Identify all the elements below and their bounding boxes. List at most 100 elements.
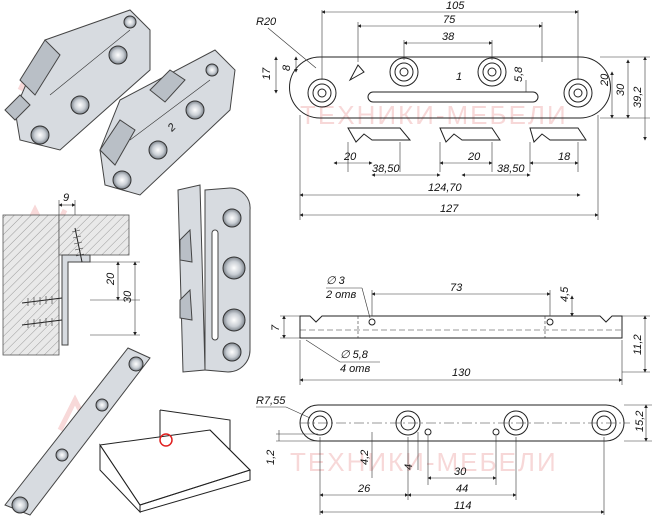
wood-panel-left — [2, 214, 60, 356]
bracket-1-hole-4 — [123, 15, 137, 29]
dim-top-38: 38 — [442, 31, 455, 43]
bracket-front-back-plate — [177, 184, 206, 373]
installation-section: 9 20 30 — [2, 192, 140, 356]
dim-flat-4-2: 4,2 — [359, 450, 371, 465]
dim-bottom-20-a: 20 — [343, 151, 357, 163]
bracket-2-hook-b — [149, 69, 186, 103]
flat-plate-hole-4 — [11, 496, 29, 514]
top-view-hole-4 — [563, 78, 593, 108]
drawer-frame-side-left — [99, 443, 141, 514]
screw-vertical-thread — [71, 229, 85, 257]
flat-plate-small-hole-2 — [492, 428, 500, 436]
dim-bottom-38-50-a: 38,50 — [372, 163, 400, 175]
dim-side-hole-count: 2 отв — [325, 289, 356, 301]
dim-flat-26: 26 — [357, 483, 371, 495]
bracket-front-slot — [211, 229, 219, 341]
dim-bottom-38-50-b: 38,50 — [497, 163, 525, 175]
top-view-hook-2 — [439, 127, 501, 143]
bracket-1-hole-3 — [108, 45, 128, 65]
top-view-body — [289, 56, 611, 119]
top-view-tab — [348, 64, 365, 82]
dim-side-7: 7 — [270, 324, 282, 331]
flat-plate-outline — [299, 404, 625, 442]
top-view-hole-2 — [389, 57, 419, 87]
dim-124-70: 124,70 — [428, 182, 463, 194]
screw-horizontal-2 — [21, 319, 63, 326]
bracket-front-hook-2 — [179, 288, 193, 321]
screw-vertical — [74, 227, 83, 263]
dim-flat-30: 30 — [454, 466, 467, 478]
screw-horizontal-1 — [21, 297, 63, 304]
dim-bottom-20-b: 20 — [467, 151, 481, 163]
dim-side-4-5: 4,5 — [559, 286, 571, 302]
dim-top-30: 30 — [615, 83, 627, 96]
dim-flat-1-2: 1,2 — [265, 450, 277, 465]
dim-bottom-18: 18 — [558, 151, 571, 163]
dim-install-20: 20 — [105, 272, 117, 286]
dim-flat-114: 114 — [454, 500, 472, 512]
bracket-1-hole-1 — [30, 125, 50, 145]
bracket-1-hole-2 — [70, 95, 90, 115]
top-view-hook-1 — [347, 127, 412, 143]
flat-plate-hole-2 — [95, 398, 109, 412]
dim-top-39-2: 39,2 — [632, 87, 644, 108]
dim-top-17: 17 — [261, 67, 273, 80]
top-view-drawing: 1 105 75 38 R20 17 8 5,8 20 3 — [256, 0, 650, 220]
side-view-drawing: ∅ 3 2 отв 73 4,5 7 ∅ 5,8 4 отв 130 11,2 — [270, 275, 650, 385]
bracket-2-hole-4 — [205, 63, 219, 77]
flat-plate-hole-3 — [55, 448, 69, 462]
bracket-1-hook-a — [19, 39, 61, 96]
dim-flat-r7-55: R7,55 — [256, 395, 286, 407]
dim-side-hole-count-2: 4 отв — [340, 363, 370, 375]
bracket-2-hole-1 — [112, 170, 132, 190]
dim-127: 127 — [440, 203, 459, 215]
bracket-pair-illustration: 2 — [4, 9, 236, 196]
bracket-front-illustration — [177, 184, 251, 373]
flat-plate-illustration — [4, 347, 151, 516]
drawer-frame-illustration — [99, 409, 251, 514]
watermark-bottom: ТЕХНИКИ-МЕБЕЛИ — [290, 447, 558, 477]
dim-top-105: 105 — [446, 0, 465, 12]
side-view-hole-left — [368, 318, 376, 326]
watermark-top: ТЕХНИКИ-МЕБЕЛИ — [300, 100, 568, 130]
dim-side-hole-dia: ∅ 3 — [326, 275, 346, 287]
flat-plate-small-hole-1 — [424, 428, 432, 436]
dim-top-r20: R20 — [256, 16, 277, 28]
top-view-hook-3 — [529, 127, 587, 143]
bracket-2-hole-2 — [148, 140, 168, 160]
bracket-2-hole-3 — [185, 100, 205, 120]
bracket-front-hole-4 — [222, 342, 242, 362]
drawer-frame-back — [159, 409, 231, 450]
installed-bracket-profile — [61, 254, 91, 346]
flat-plate-body — [4, 347, 151, 516]
dim-top-8: 8 — [281, 64, 293, 71]
screw-horizontal-1-thread — [27, 296, 53, 306]
top-view-hole-3 — [477, 57, 507, 87]
flat-plate-drawing: R7,55 1,2 4,2 4 30 26 44 114 15,2 — [256, 395, 652, 515]
bracket-front-hook-1 — [179, 228, 193, 263]
bracket-front-hole-2 — [222, 256, 246, 280]
flat-plate-hole-1 — [128, 356, 144, 372]
dim-flat-44: 44 — [456, 483, 468, 495]
dim-top-5-8: 5,8 — [513, 66, 525, 82]
screw-horizontal-2-thread — [27, 318, 53, 328]
watermark-group: ТЕХНИКИ-МЕБЕЛИ ТЕХНИКИ-МЕБЕЛИ — [17, 54, 568, 477]
dim-side-73: 73 — [450, 282, 463, 294]
bracket-front-hole-3 — [222, 308, 246, 332]
dim-install-9: 9 — [63, 192, 69, 204]
bracket-1-hook-b — [4, 94, 31, 121]
dim-flat-4: 4 — [403, 464, 415, 470]
side-view-hole-right — [546, 318, 554, 326]
side-view-body — [299, 315, 623, 339]
drawer-frame-side-front — [139, 469, 251, 513]
bracket-1-slot — [49, 29, 131, 96]
bracket-front-hole-1 — [222, 208, 242, 228]
dim-side-11-2: 11,2 — [632, 334, 644, 355]
dim-top-20: 20 — [599, 73, 611, 87]
drawer-frame-highlight — [159, 433, 173, 447]
dim-side-hole-dia-2: ∅ 5,8 — [340, 349, 369, 361]
wood-panel-top — [58, 214, 130, 256]
dim-top-75: 75 — [443, 14, 456, 26]
